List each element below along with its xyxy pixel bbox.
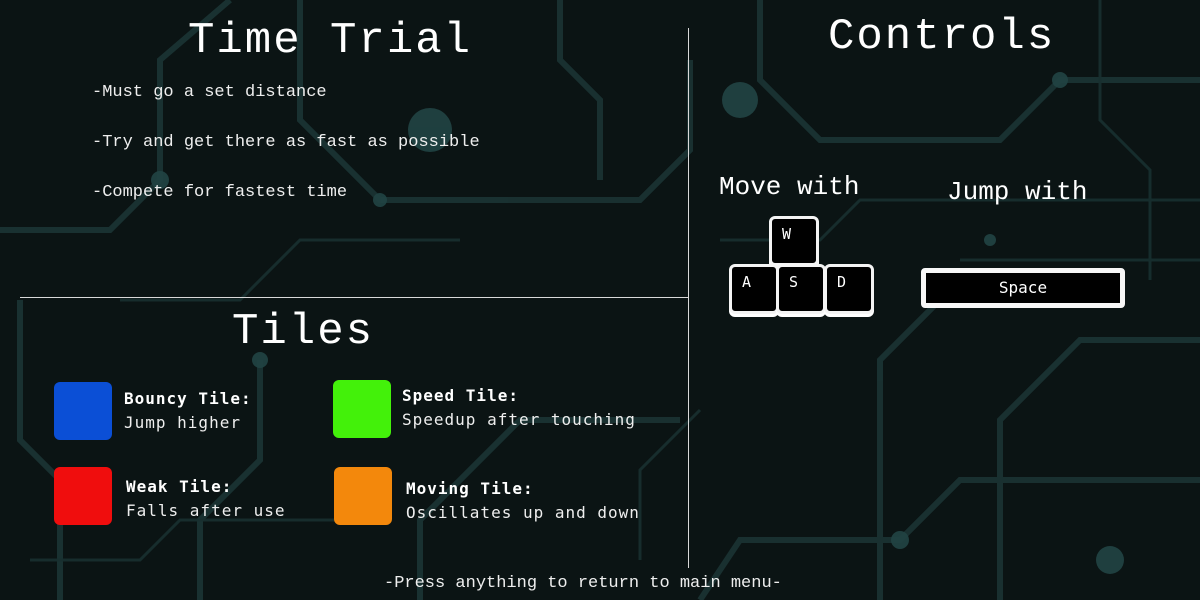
moving-tile-swatch	[334, 467, 392, 525]
moving-tile-name: Moving Tile:	[406, 479, 534, 498]
d-key: D	[824, 264, 874, 314]
speed-tile-name: Speed Tile:	[402, 386, 519, 405]
vertical-divider	[688, 28, 689, 568]
rule-3: -Compete for fastest time	[92, 183, 348, 202]
d-key-label: D	[837, 273, 847, 291]
speed-tile-swatch	[333, 380, 391, 438]
w-key: W	[769, 216, 819, 266]
move-with-label: Move with	[719, 172, 860, 202]
weak-tile-swatch	[54, 467, 112, 525]
a-key: A	[729, 264, 779, 314]
s-key: S	[776, 264, 826, 314]
w-key-label: W	[782, 225, 792, 243]
time-trial-title: Time Trial	[188, 16, 473, 66]
controls-title: Controls	[828, 12, 1056, 62]
rule-1: -Must go a set distance	[92, 83, 327, 102]
weak-tile-name: Weak Tile:	[126, 477, 233, 496]
bouncy-tile-swatch	[54, 382, 112, 440]
s-key-label: S	[789, 273, 799, 291]
space-key: Space	[921, 268, 1125, 308]
horizontal-divider	[20, 297, 688, 298]
moving-tile-desc: Oscillates up and down	[406, 503, 640, 522]
tiles-title: Tiles	[232, 307, 375, 357]
speed-tile-desc: Speedup after touching	[402, 410, 636, 429]
bouncy-tile-name: Bouncy Tile:	[124, 389, 252, 408]
rule-2: -Try and get there as fast as possible	[92, 133, 480, 152]
a-key-label: A	[742, 273, 752, 291]
bouncy-tile-desc: Jump higher	[124, 413, 241, 432]
jump-with-label: Jump with	[947, 177, 1088, 207]
return-prompt: -Press anything to return to main menu-	[384, 574, 782, 593]
weak-tile-desc: Falls after use	[126, 501, 286, 520]
